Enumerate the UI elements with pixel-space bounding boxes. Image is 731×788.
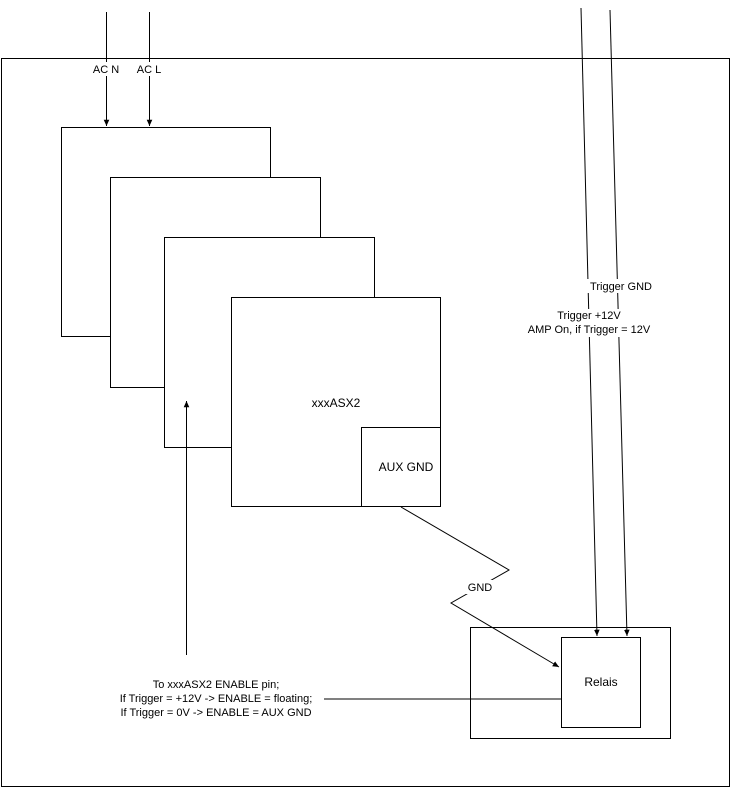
enable-label-bg xyxy=(110,676,324,720)
enable-label-line2: If Trigger = +12V -> ENABLE = floating; xyxy=(120,693,313,705)
trigger-gnd-label-bg xyxy=(586,279,656,293)
amp-on-label: AMP On, if Trigger = 12V xyxy=(528,324,651,336)
ac-n-label-bg xyxy=(91,62,122,76)
ac-l-label-bg xyxy=(135,62,163,76)
gnd-label: GND xyxy=(468,582,493,594)
relais-box xyxy=(561,637,641,728)
aux-gnd-label: AUX GND xyxy=(379,460,434,474)
ac-n-label: AC N xyxy=(93,64,119,76)
relais-label: Relais xyxy=(584,675,617,689)
enable-label-line3: If Trigger = 0V -> ENABLE = AUX GND xyxy=(120,707,311,719)
trigger-12v-label: Trigger +12V xyxy=(557,310,621,322)
aux-gnd-box xyxy=(361,427,441,507)
module-label: xxxASX2 xyxy=(312,396,361,410)
trigger-gnd-label: Trigger GND xyxy=(590,281,652,293)
gnd-label-bg xyxy=(465,580,495,594)
trigger-12v-label-bg xyxy=(524,309,654,337)
ac-l-label: AC L xyxy=(137,64,161,76)
enable-label-line1: To xxxASX2 ENABLE pin; xyxy=(153,679,280,691)
